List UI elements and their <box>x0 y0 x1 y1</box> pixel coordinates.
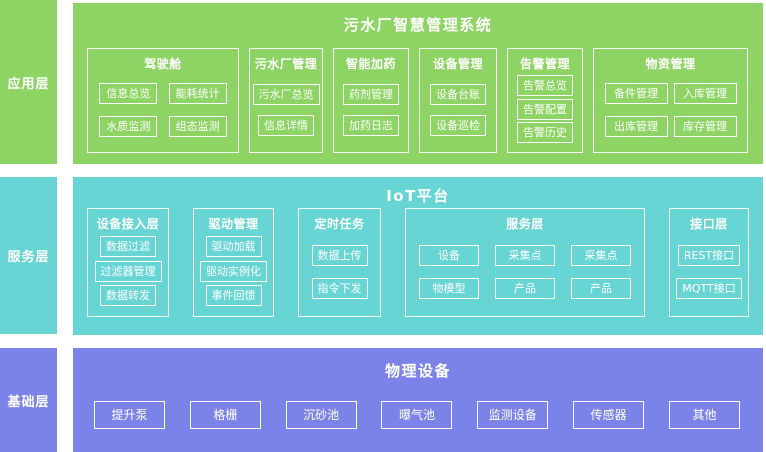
item: 入库管理 <box>673 83 737 105</box>
item: 驱动实例化 <box>200 260 267 282</box>
section-material-management: 物资管理 备件管理 入库管理 出库管理 库存管理 <box>593 48 748 153</box>
item: 驱动加载 <box>205 235 262 257</box>
item: 加药日志 <box>343 115 399 136</box>
item: 备件管理 <box>604 83 668 105</box>
section-title: 服务层 <box>506 217 544 231</box>
section-title: 设备接入层 <box>96 217 160 231</box>
device-row: 提升泵 格栅 沉砂池 曝气池 监测设备 传感器 其他 <box>73 401 763 429</box>
item: 设备台账 <box>430 84 486 105</box>
item: 告警总览 <box>517 74 573 96</box>
section-title: 接口层 <box>690 217 728 231</box>
section-service-layer: 服务层 设备 采集点 采集点 物模型 产品 产品 <box>405 208 645 317</box>
item: 污水厂总览 <box>252 84 320 105</box>
app-layer-panel: 污水厂智慧管理系统 驾驶舱 信息总览 能耗统计 水质监测 组态监测 污水厂管理 … <box>73 3 763 164</box>
iot-sections: 设备接入层 数据过滤 过滤器管理 数据转发 驱动管理 驱动加载 驱动实例化 事件… <box>73 208 763 317</box>
device-item: 曝气池 <box>381 401 453 429</box>
service-layer-label: 服务层 <box>0 177 57 334</box>
section-title: 设备管理 <box>432 57 483 71</box>
section-title: 智能加药 <box>345 57 396 71</box>
item: 水质监测 <box>99 115 158 137</box>
device-item: 监测设备 <box>477 401 549 429</box>
item: 设备 <box>419 244 479 266</box>
section-driver-management: 驱动管理 驱动加载 驱动实例化 事件回馈 <box>193 208 274 317</box>
item: 能耗统计 <box>168 83 227 105</box>
section-alarm-management: 告警管理 告警总览 告警配置 告警历史 <box>507 48 583 153</box>
section-scheduled-tasks: 定时任务 数据上传 指令下发 <box>298 208 381 317</box>
item: 告警历史 <box>517 122 573 144</box>
item: 信息总览 <box>99 83 158 105</box>
section-title: 驾驶舱 <box>144 57 182 71</box>
item: 组态监测 <box>168 115 227 137</box>
section-title: 驱动管理 <box>208 217 259 231</box>
item: REST接口 <box>677 245 741 267</box>
app-panel-title: 污水厂智慧管理系统 <box>343 16 493 34</box>
item: MQTT接口 <box>676 277 742 299</box>
item: 事件回馈 <box>205 285 262 307</box>
device-item: 提升泵 <box>94 401 165 429</box>
physical-panel-title: 物理设备 <box>384 362 451 380</box>
section-title: 告警管理 <box>519 57 570 71</box>
section-title: 污水厂管理 <box>254 57 318 71</box>
iot-platform-panel: IoT平台 设备接入层 数据过滤 过滤器管理 数据转发 驱动管理 驱动加载 驱动… <box>73 177 763 335</box>
item: 出库管理 <box>604 115 668 137</box>
section-title: 物资管理 <box>645 57 696 71</box>
section-plant-management: 污水厂管理 污水厂总览 信息详情 <box>249 48 323 153</box>
app-layer-label: 应用层 <box>0 0 57 164</box>
item: 库存管理 <box>673 115 737 137</box>
item: 采集点 <box>495 244 555 266</box>
section-device-access: 设备接入层 数据过滤 过滤器管理 数据转发 <box>87 208 169 317</box>
device-item: 格栅 <box>189 401 261 429</box>
iot-panel-title: IoT平台 <box>386 187 450 205</box>
physical-devices-panel: 物理设备 提升泵 格栅 沉砂池 曝气池 监测设备 传感器 其他 <box>73 348 763 452</box>
item: 信息详情 <box>258 115 314 136</box>
item: 产品 <box>571 278 631 300</box>
item: 数据转发 <box>100 285 156 307</box>
item: 产品 <box>495 278 555 300</box>
base-layer-label: 基础层 <box>0 348 57 452</box>
item: 设备巡检 <box>430 115 486 136</box>
item: 物模型 <box>419 278 479 300</box>
section-interface-layer: 接口层 REST接口 MQTT接口 <box>669 208 749 317</box>
section-smart-dosing: 智能加药 药剂管理 加药日志 <box>333 48 409 153</box>
device-item: 传感器 <box>573 401 645 429</box>
item: 过滤器管理 <box>94 260 162 282</box>
device-item: 沉砂池 <box>285 401 357 429</box>
item: 告警配置 <box>517 98 573 120</box>
item: 药剂管理 <box>343 84 399 105</box>
section-equipment-management: 设备管理 设备台账 设备巡检 <box>419 48 497 153</box>
app-sections: 驾驶舱 信息总览 能耗统计 水质监测 组态监测 污水厂管理 污水厂总览 信息详情… <box>73 48 763 153</box>
item: 数据过滤 <box>100 235 156 257</box>
device-item: 其他 <box>668 401 740 429</box>
item: 采集点 <box>571 244 631 266</box>
section-title: 定时任务 <box>314 217 365 231</box>
item: 数据上传 <box>311 245 368 267</box>
item: 指令下发 <box>311 277 368 299</box>
section-cockpit: 驾驶舱 信息总览 能耗统计 水质监测 组态监测 <box>87 48 239 153</box>
